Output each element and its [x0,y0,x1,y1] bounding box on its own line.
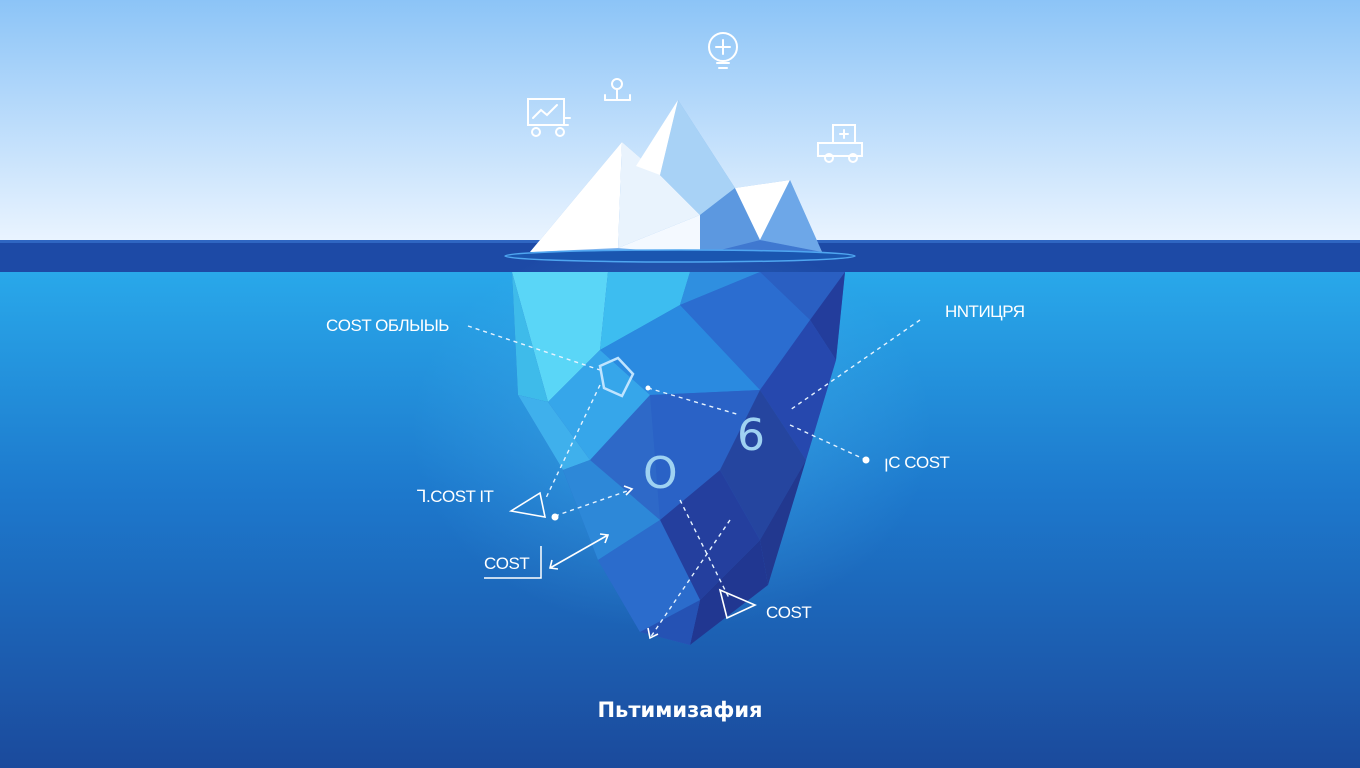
label-mid-left: Ꞁ.COST IT [417,487,494,506]
chart-board-cart-icon [527,98,571,137]
truck-icon [817,124,863,163]
cost-bracket [484,546,542,579]
label-top-right: НNTИЦРЯ [945,302,1025,321]
triangle-marker-right [718,588,757,620]
label-top-left: COST ОБЛЫЫЬ [326,316,449,335]
digit-marker-six: 6 [737,410,765,461]
digit-marker-circle: O [643,448,678,499]
iceberg-tip [530,100,822,255]
lightbulb-plus-icon [708,32,738,69]
triangle-marker-left [508,491,547,518]
label-mid-right: ꞁC COST [884,453,950,472]
label-lower-left: COST [484,554,530,573]
connector-lines [467,319,921,639]
pentagon-marker [598,356,635,398]
location-pin-icon [604,78,631,101]
caption: Пьтимизафия [597,698,763,722]
connector-arrows [549,485,659,640]
iceberg-body [512,272,845,645]
label-bottom-right: COST [766,603,812,622]
waterline-ring [504,249,856,263]
